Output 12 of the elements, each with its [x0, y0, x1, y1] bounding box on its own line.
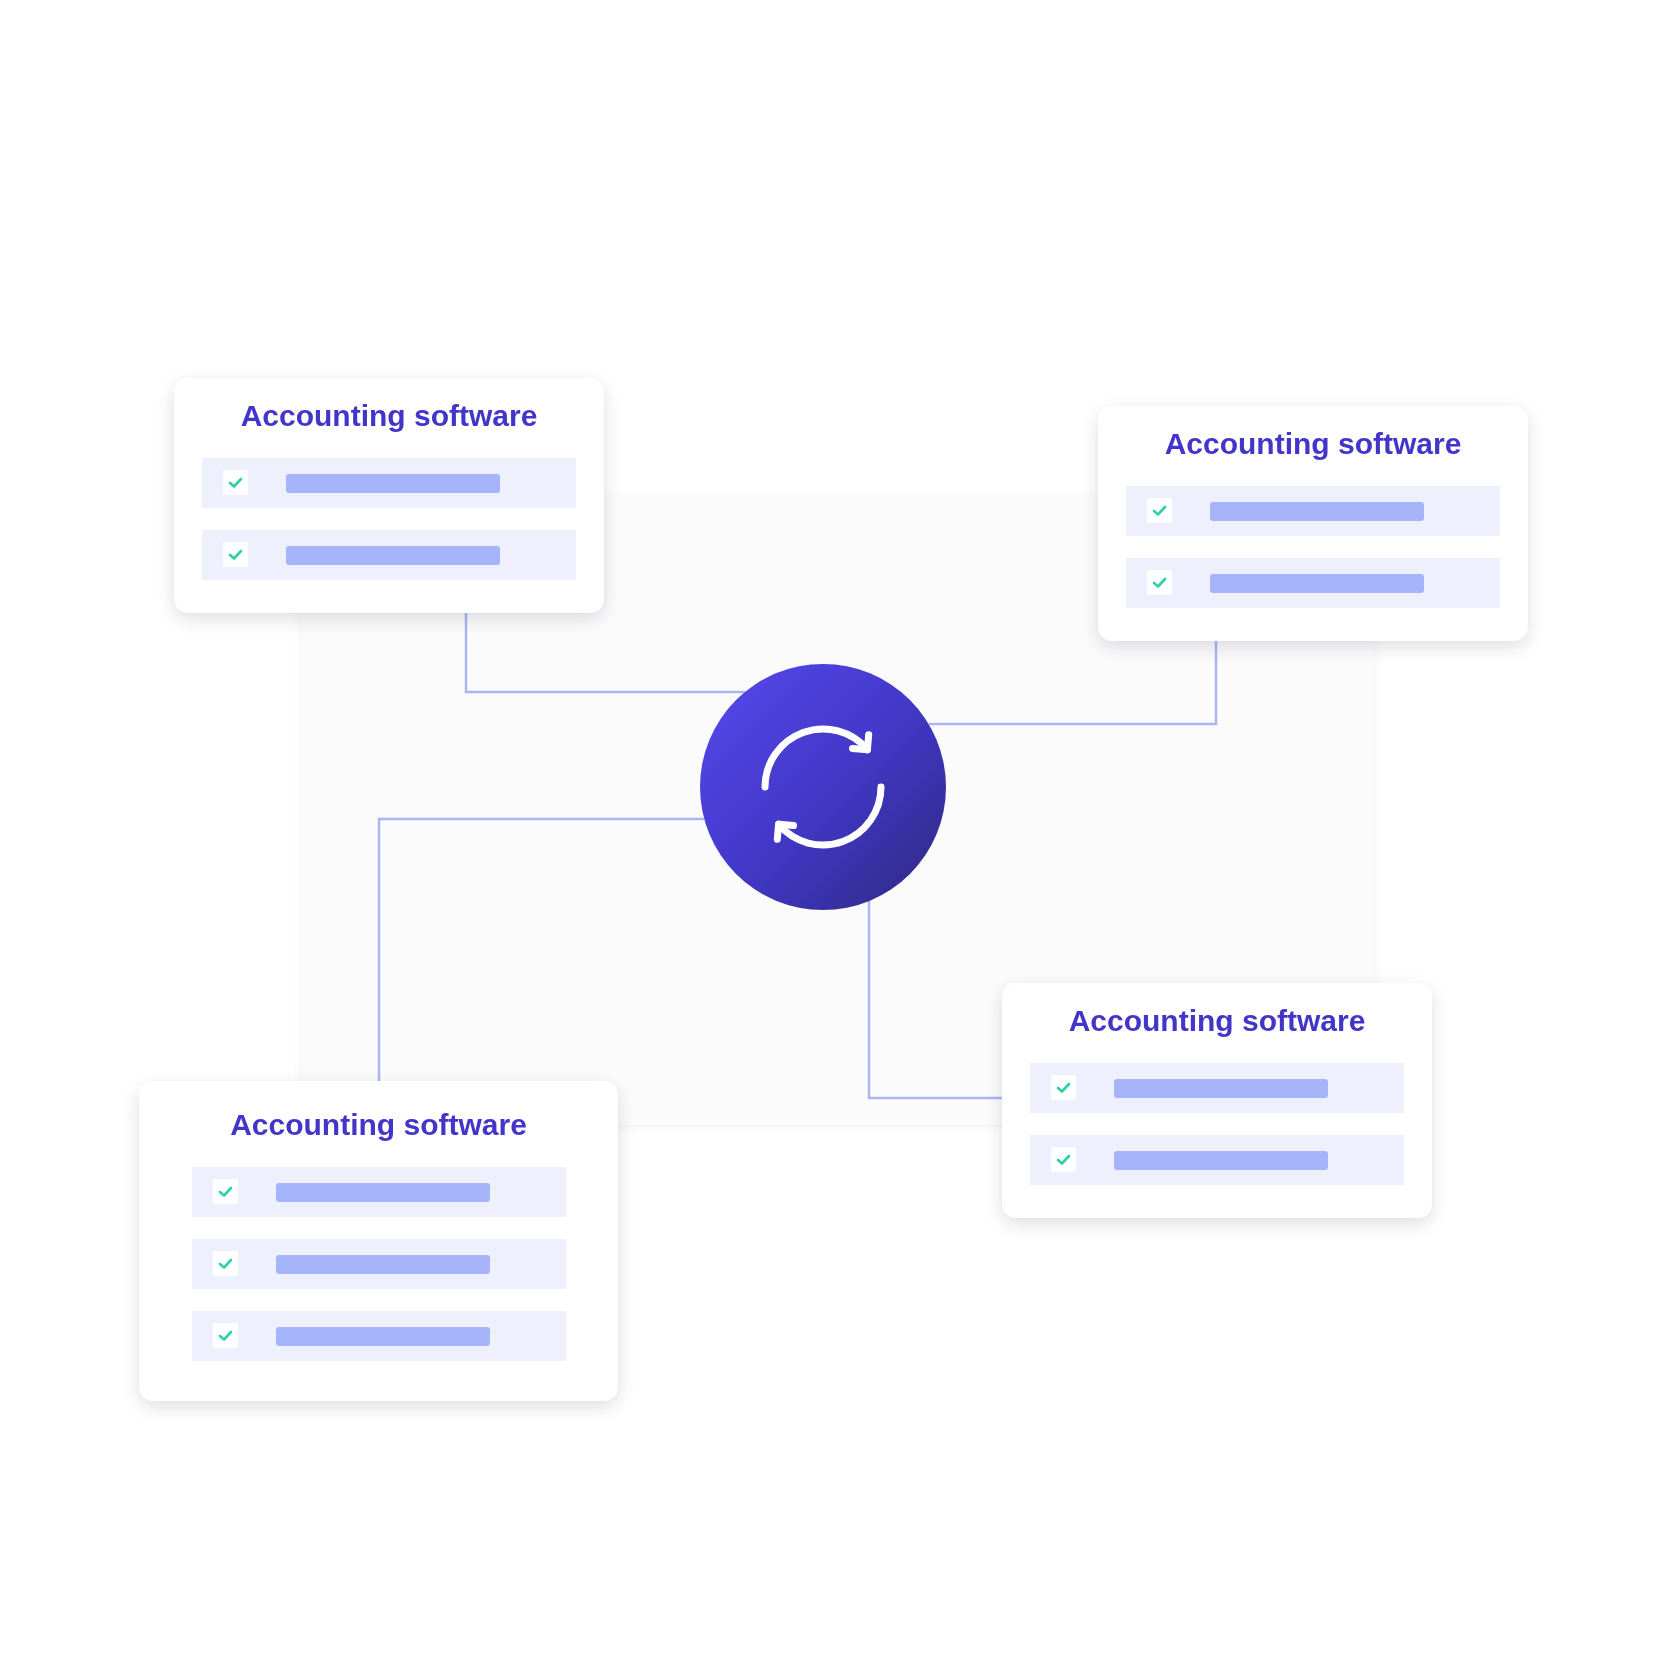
card-title: Accounting software	[1068, 1003, 1366, 1039]
connector-line	[464, 613, 745, 694]
connector-line	[377, 817, 705, 1081]
card-title: Accounting software	[230, 1107, 527, 1143]
software-card	[139, 1081, 618, 1401]
card-title: Accounting software	[240, 398, 538, 434]
software-card	[1002, 983, 1432, 1218]
software-card	[174, 378, 604, 613]
software-card	[1098, 406, 1528, 641]
connector-line	[867, 901, 1002, 1100]
connector-line	[928, 641, 1218, 726]
card-title: Accounting software	[1164, 426, 1462, 462]
